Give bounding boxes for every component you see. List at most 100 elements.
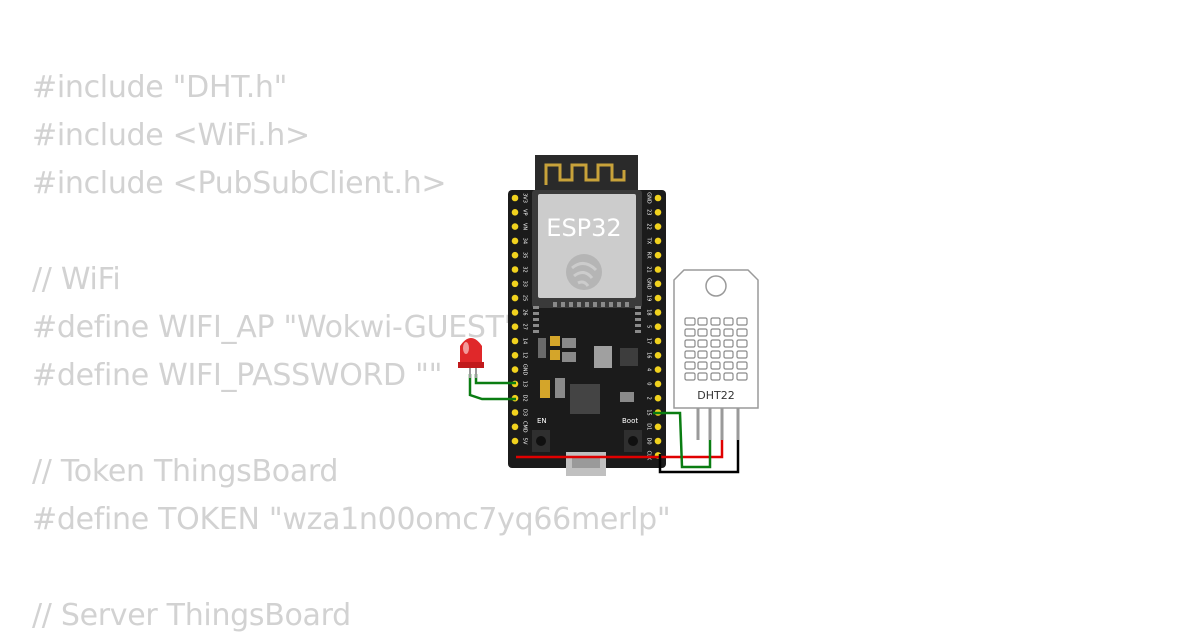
pin-right-6[interactable] [654, 280, 662, 288]
en-button[interactable] [532, 430, 550, 452]
pin-label: 23 [646, 209, 652, 215]
pin-label: 25 [522, 295, 528, 301]
code-line: #define WIFI_PASSWORD "" [32, 358, 443, 393]
pin-left-16[interactable] [511, 423, 519, 431]
pin-label: 21 [646, 266, 652, 272]
pin-label: 5V [522, 438, 528, 445]
pin-label: 18 [646, 309, 652, 315]
code-line: // Server ThingsBoard [32, 598, 351, 633]
code-line: #define TOKEN "wza1n00omc7yq66merlp" [32, 502, 671, 537]
pin-right-10[interactable] [654, 337, 662, 345]
module-pads [533, 302, 641, 333]
pin-label: D3 [522, 409, 528, 416]
pin-label: 2 [646, 397, 652, 400]
pin-right-1[interactable] [654, 209, 662, 216]
pin-left-8[interactable] [511, 309, 519, 316]
pin-label: D0 [646, 438, 652, 445]
pin-left-15[interactable] [511, 409, 519, 416]
wires [468, 374, 740, 474]
pin-label: 34 [522, 238, 528, 244]
boot-label: Boot [622, 417, 638, 425]
pin-label: 13 [522, 381, 528, 387]
pin-label: 3V3 [522, 193, 528, 203]
en-label: EN [537, 417, 547, 425]
pin-right-14[interactable] [654, 394, 662, 402]
code-line: #include <WiFi.h> [32, 118, 310, 153]
code-line: #include "DHT.h" [32, 70, 288, 105]
sensor-vents [684, 317, 748, 381]
data-wire [653, 411, 712, 469]
module-label: ESP32 [546, 214, 621, 242]
pin-right-5[interactable] [654, 266, 662, 273]
pin-right-0[interactable] [654, 194, 662, 202]
red-led[interactable] [458, 338, 484, 378]
pin-left-12[interactable] [511, 366, 519, 373]
pin-right-13[interactable] [654, 380, 662, 388]
pin-label: 27 [522, 324, 528, 330]
pin-label: CMD [522, 421, 528, 433]
pin-left-5[interactable] [511, 266, 519, 273]
pin-label: VN [522, 223, 528, 230]
pin-label: D2 [522, 395, 528, 402]
esp32-module [538, 194, 636, 298]
pin-left-6[interactable] [511, 280, 519, 288]
pin-label: 5 [646, 325, 652, 328]
pin-left-4[interactable] [511, 251, 519, 259]
pin-left-1[interactable] [511, 209, 519, 216]
pin-label: 16 [646, 352, 652, 358]
pin-label: GND [646, 192, 652, 204]
pin-label: 32 [522, 266, 528, 272]
pin-label: RX [646, 252, 652, 259]
code-line: // WiFi [32, 262, 121, 297]
sensor-label: DHT22 [697, 389, 734, 402]
gnd-wire [658, 440, 740, 474]
boot-button[interactable] [624, 430, 642, 452]
pin-label: 35 [522, 252, 528, 258]
pin-left-9[interactable] [511, 323, 519, 331]
pin-label: 4 [646, 368, 652, 371]
pin-right-7[interactable] [654, 294, 662, 302]
pin-label: 14 [522, 338, 528, 344]
pin-left-0[interactable] [511, 194, 519, 202]
vcc-wire [516, 440, 724, 459]
code-line: // Token ThingsBoard [32, 454, 339, 489]
dht22-sensor[interactable]: DHT22 [673, 269, 759, 440]
pin-left-2[interactable] [511, 223, 519, 230]
usb-chip [570, 384, 600, 414]
pin-left-11[interactable] [511, 352, 519, 359]
led-cathode-wire [468, 374, 516, 401]
code-editor-background: #include "DHT.h" #include <WiFi.h> #includ… [32, 64, 671, 640]
pin-label: 15 [646, 409, 652, 415]
pin-label: 33 [522, 281, 528, 287]
pin-right-9[interactable] [654, 323, 662, 331]
pin-right-16[interactable] [654, 423, 662, 431]
pin-label: 22 [646, 223, 652, 229]
pin-right-4[interactable] [654, 251, 662, 259]
pin-right-2[interactable] [654, 223, 662, 230]
code-line: #include <PubSubClient.h> [32, 166, 447, 201]
pin-label: GND [522, 364, 528, 376]
pin-label: 12 [522, 352, 528, 358]
espressif-logo-icon [566, 254, 602, 290]
pin-label: 17 [646, 338, 652, 344]
pin-label: 0 [646, 382, 652, 385]
pin-label: D1 [646, 423, 652, 430]
code-line: #define WIFI_AP "Wokwi-GUEST" [32, 310, 518, 345]
pin-left-7[interactable] [511, 294, 519, 302]
pin-label: 26 [522, 309, 528, 315]
pin-left-3[interactable] [511, 237, 519, 245]
pin-label: GND [646, 278, 652, 290]
pin-label: TX [646, 237, 652, 245]
pin-right-12[interactable] [654, 366, 662, 373]
pin-right-8[interactable] [654, 309, 662, 316]
pin-right-11[interactable] [654, 352, 662, 359]
pin-label: 19 [646, 295, 652, 301]
pin-left-10[interactable] [511, 337, 519, 345]
pin-right-3[interactable] [654, 237, 662, 245]
pin-right-17[interactable] [654, 437, 662, 445]
pin-label: VP [522, 209, 528, 215]
pin-left-17[interactable] [511, 437, 519, 445]
